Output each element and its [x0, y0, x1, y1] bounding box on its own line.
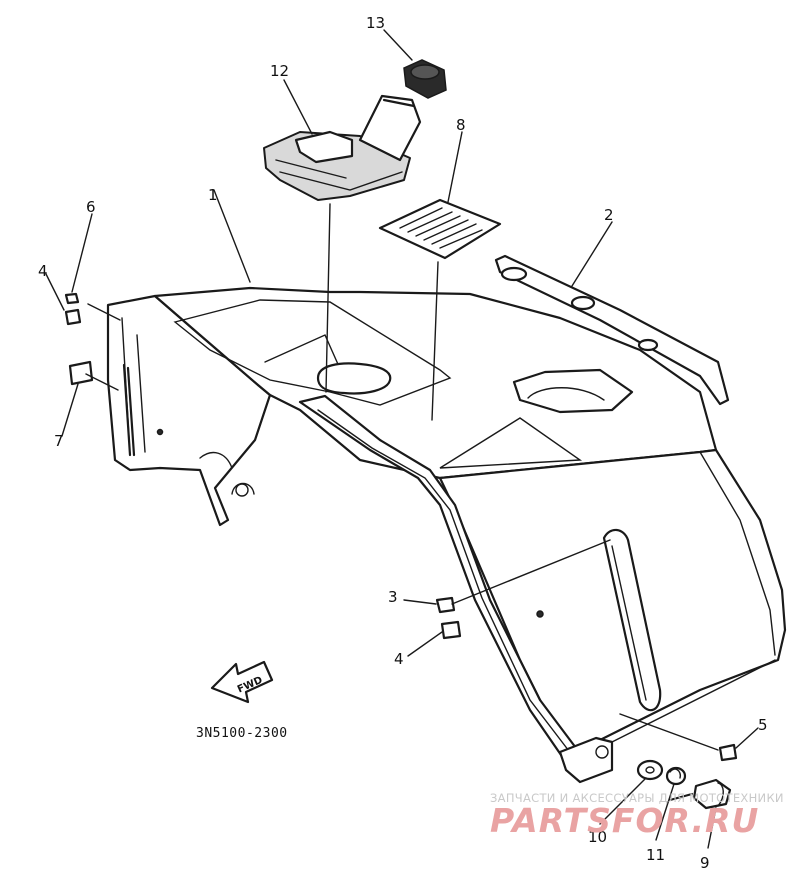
nut-part-5: [718, 743, 738, 762]
callout-2: 2: [604, 206, 614, 224]
clip-part-6: [64, 292, 80, 305]
callout-4-lower: 4: [394, 650, 404, 668]
trim-strip: [494, 254, 730, 406]
callout-9: 9: [700, 854, 710, 872]
filler-cap: [403, 59, 447, 99]
callout-8: 8: [456, 116, 466, 134]
callout-11: 11: [646, 846, 665, 864]
clip-part-3: [435, 596, 456, 614]
watermark-brand: PARTSFOR.RU: [490, 801, 759, 840]
label-sticker: [378, 198, 502, 260]
forward-arrow: FWD: [210, 660, 274, 704]
callout-5: 5: [758, 716, 768, 734]
callout-labels: 13 12 8 2 1 6 4 7 3 4 5 10 11 9: [38, 14, 768, 872]
callout-1: 1: [208, 186, 218, 204]
grommet-part-11: [665, 766, 687, 786]
damper-part-7: [68, 360, 94, 386]
fender-body: [106, 286, 787, 784]
filler-neck: [263, 94, 422, 201]
callout-3: 3: [388, 588, 398, 606]
callout-7: 7: [54, 432, 64, 450]
callout-10: 10: [588, 828, 607, 846]
callout-12: 12: [270, 62, 289, 80]
diagram-part-number: 3N5100-2300: [196, 726, 288, 741]
callout-6: 6: [86, 198, 96, 216]
bolt-part-9: [668, 778, 732, 810]
washer-part-10: [636, 759, 664, 781]
watermark: ЗАПЧАСТИ И АКСЕССУАРЫ ДЛЯ МОТОТЕХНИКИ PA…: [490, 791, 784, 840]
clip-part-4-upper: [64, 308, 82, 326]
clip-part-4-lower: [440, 620, 462, 640]
callout-4-upper: 4: [38, 262, 48, 280]
callout-13: 13: [366, 14, 385, 32]
watermark-tagline: ЗАПЧАСТИ И АКСЕССУАРЫ ДЛЯ МОТОТЕХНИКИ: [490, 791, 784, 805]
leader-lines: [45, 29, 759, 849]
